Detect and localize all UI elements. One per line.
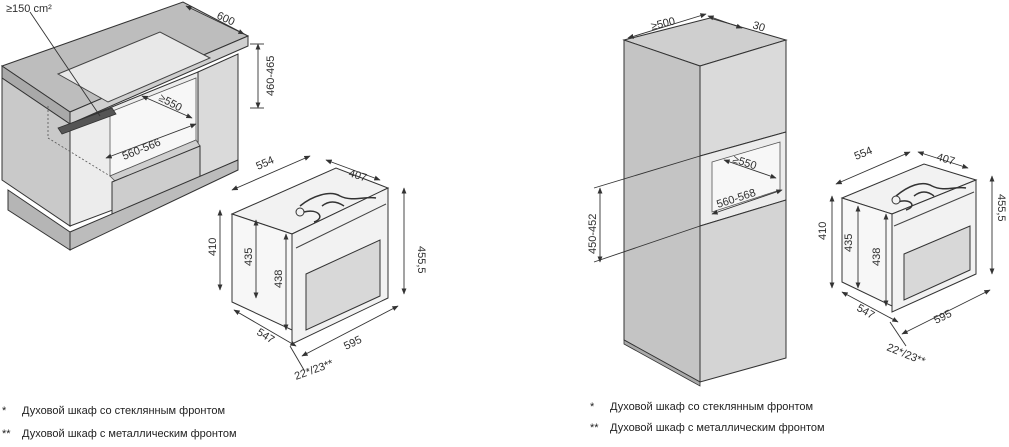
right-tall-cabinet <box>622 17 788 387</box>
left-oven-dimensions <box>217 155 407 371</box>
right-oven-dimensions <box>829 151 995 347</box>
tall-niche-height-label: 450-452 <box>587 214 599 254</box>
oven-height-435-label: 435 <box>843 234 855 252</box>
niche-height-label: 460-465 <box>265 56 277 96</box>
oven-height-438-label: 438 <box>273 270 285 288</box>
footnote-mark: ** <box>590 422 599 434</box>
footnote-mark: ** <box>2 428 11 440</box>
oven-top-depth-label: 407 <box>935 151 956 168</box>
oven-height-410-label: 410 <box>817 222 829 240</box>
right-dimensions <box>593 13 783 263</box>
footnote-mark: * <box>590 401 595 413</box>
oven-height-410-label: 410 <box>207 238 219 256</box>
oven-height-455-label: 455,5 <box>415 246 427 274</box>
tall-cabinet-lower-front <box>699 199 787 383</box>
oven-height-438-label: 438 <box>871 248 883 266</box>
oven-control-strip <box>295 203 387 249</box>
oven-control-strip <box>893 191 975 227</box>
oven-fan-circle <box>295 207 305 217</box>
oven-top-depth-label: 407 <box>347 167 368 184</box>
oven-depth-label: 554 <box>254 154 276 172</box>
tall-top-gap-label: 30 <box>751 19 766 34</box>
oven-height-435-label: 435 <box>243 248 255 266</box>
right-oven <box>840 163 978 313</box>
left-dimensions <box>29 5 264 159</box>
oven-width-547-label: 547 <box>855 302 877 322</box>
hob <box>56 31 212 103</box>
footnote-text: Духовой шкаф с металлическим фронтом <box>22 428 237 440</box>
tall-cabinet-plinth <box>623 339 701 387</box>
footnote-glass-left: * Духовой шкаф со стеклянным фронтом <box>2 405 225 417</box>
left-oven <box>230 167 390 345</box>
oven-width-595-label: 595 <box>932 308 954 327</box>
footnote-mark: * <box>2 405 7 417</box>
footnote-text: Духовой шкаф с металлическим фронтом <box>610 422 825 434</box>
oven-cooling-duct <box>299 192 377 223</box>
oven-window <box>903 225 971 301</box>
oven-fan-circle <box>891 195 901 205</box>
footnote-metal-left: ** Духовой шкаф с металлическим фронтом <box>2 428 237 440</box>
oven-width-595-label: 595 <box>342 334 364 353</box>
ventilation-slot <box>57 107 117 135</box>
tall-cabinet-left-side <box>623 39 701 383</box>
cabinet-right-panel <box>197 53 239 179</box>
left-kitchen-cabinet <box>0 1 250 251</box>
footnote-text: Духовой шкаф со стеклянным фронтом <box>610 401 814 413</box>
oven-cooling-duct <box>895 182 967 211</box>
footnote-text: Духовой шкаф со стеклянным фронтом <box>22 405 226 417</box>
area-label: ≥150 cm² <box>6 3 52 15</box>
tall-top-depth-label: ≥500 <box>650 15 677 33</box>
hidden-edge <box>47 106 111 177</box>
footnote-metal-right: ** Духовой шкаф с металлическим фронтом <box>590 422 825 434</box>
footnote-glass-right: * Духовой шкаф со стеклянным фронтом <box>590 401 813 413</box>
right-oven-labels: 554 407 410 435 438 455,5 547 595 22*/23… <box>817 145 1007 368</box>
oven-width-547-label: 547 <box>254 326 276 346</box>
oven-depth-label: 554 <box>853 145 875 163</box>
oven-height-455-label: 455,5 <box>995 194 1007 222</box>
